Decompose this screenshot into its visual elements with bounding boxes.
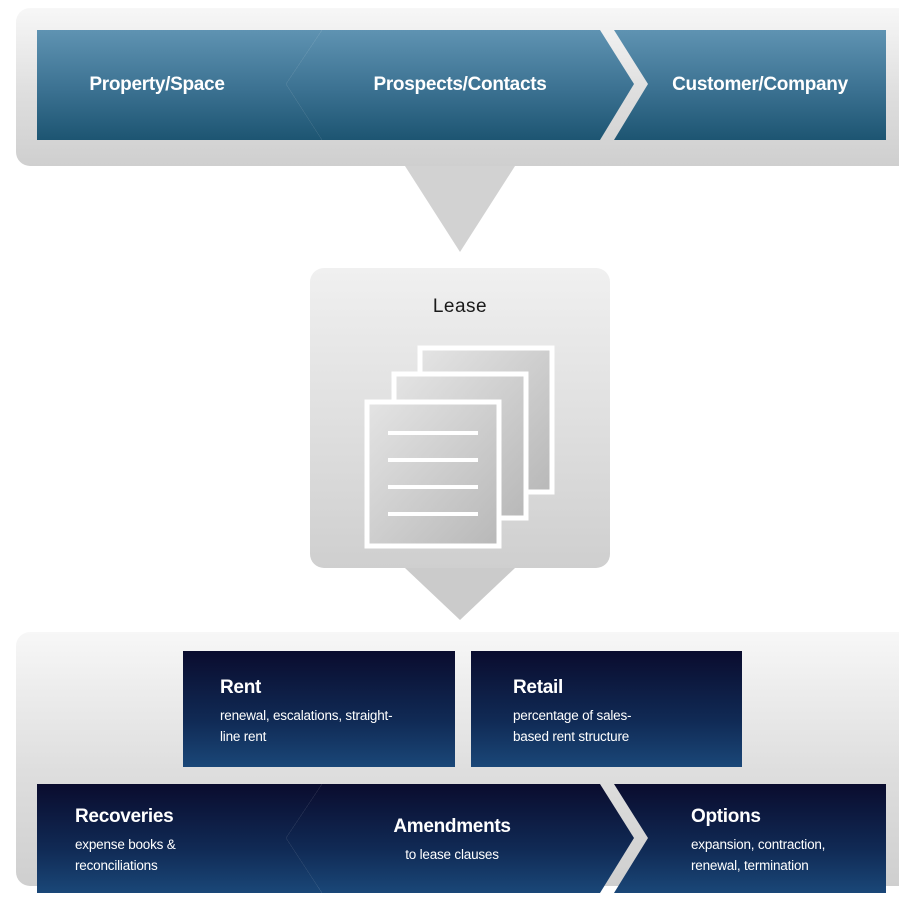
options-title: Options bbox=[691, 806, 761, 827]
amendments-title: Amendments bbox=[393, 816, 511, 837]
connector-arrow-top bbox=[405, 166, 515, 252]
rent-desc-line-1: renewal, escalations, straight- bbox=[220, 708, 393, 723]
chevron-customer bbox=[614, 30, 886, 140]
retail-desc-line-1: percentage of sales- bbox=[513, 708, 632, 723]
lease-title: Lease bbox=[432, 296, 488, 317]
recoveries-desc-line-1: expense books & bbox=[75, 837, 176, 852]
recoveries-desc-line-2: reconciliations bbox=[75, 858, 158, 873]
rent-desc-line-2: line rent bbox=[220, 729, 267, 744]
amendments-description: to lease clauses bbox=[322, 844, 582, 865]
rent-description: renewal, escalations, straight- line ren… bbox=[220, 705, 450, 747]
amendments-desc-line-1: to lease clauses bbox=[405, 847, 499, 862]
chevron-options bbox=[614, 784, 886, 893]
chevron-prospects bbox=[286, 30, 634, 140]
rent-title: Rent bbox=[220, 677, 262, 698]
connector-arrow-lease bbox=[405, 568, 515, 620]
recoveries-description: expense books & reconciliations bbox=[75, 834, 275, 876]
chevron-amendments bbox=[286, 784, 634, 893]
retail-block: Retail percentage of sales- based rent s… bbox=[471, 651, 742, 767]
options-desc-line-2: renewal, termination bbox=[691, 858, 809, 873]
recoveries-title: Recoveries bbox=[75, 806, 174, 827]
retail-description: percentage of sales- based rent structur… bbox=[513, 705, 733, 747]
options-description: expansion, contraction, renewal, termina… bbox=[691, 834, 891, 876]
property-space-label: Property/Space bbox=[89, 74, 225, 95]
documents-icon bbox=[364, 345, 555, 549]
rent-block: Rent renewal, escalations, straight- lin… bbox=[183, 651, 455, 767]
chevron-property bbox=[37, 30, 322, 140]
customer-company-label: Customer/Company bbox=[672, 74, 848, 95]
retail-title: Retail bbox=[513, 677, 563, 698]
options-desc-line-1: expansion, contraction, bbox=[691, 837, 826, 852]
retail-desc-line-2: based rent structure bbox=[513, 729, 630, 744]
prospects-contacts-label: Prospects/Contacts bbox=[373, 74, 547, 95]
chevron-recoveries bbox=[37, 784, 322, 893]
